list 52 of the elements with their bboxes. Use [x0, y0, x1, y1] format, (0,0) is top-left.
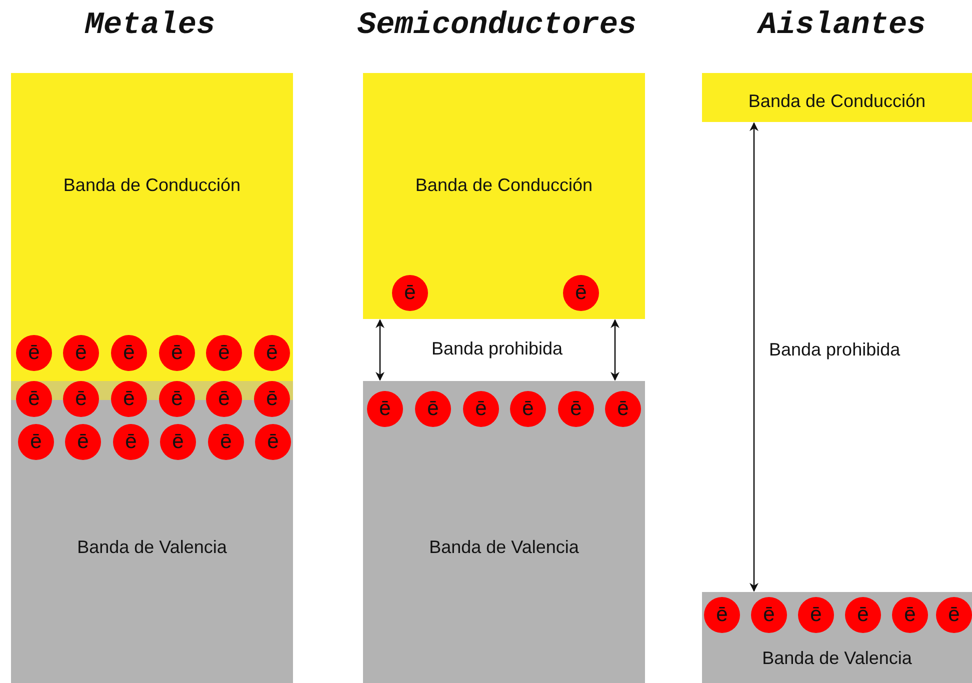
electron: ē [367, 391, 403, 427]
electron: ē [563, 275, 599, 311]
valence-band [363, 381, 645, 683]
electron: ē [65, 424, 101, 460]
band-label: Banda de Conducción [62, 174, 242, 196]
conduction-band [363, 73, 645, 319]
electron: ē [206, 381, 242, 417]
electron: ē [160, 424, 196, 460]
band-label: Banda de Valencia [761, 647, 913, 669]
electron: ē [254, 381, 290, 417]
electron: ē [208, 424, 244, 460]
electron: ē [16, 335, 52, 371]
electron: ē [558, 391, 594, 427]
column-heading: Metales [84, 8, 216, 43]
electron: ē [845, 597, 881, 633]
electron: ē [415, 391, 451, 427]
band-label: Banda de Valencia [76, 536, 228, 558]
electron: ē [63, 335, 99, 371]
band-label: Banda de Conducción [747, 90, 927, 112]
valence-band [11, 381, 293, 683]
electron: ē [798, 597, 834, 633]
valence-band [702, 592, 972, 683]
electron: ē [159, 381, 195, 417]
electron: ē [113, 424, 149, 460]
electron: ē [16, 381, 52, 417]
electron: ē [18, 424, 54, 460]
double-arrow [376, 319, 384, 381]
electron: ē [892, 597, 928, 633]
electron: ē [704, 597, 740, 633]
electron: ē [63, 381, 99, 417]
column-heading: Semiconductores [357, 8, 637, 43]
conduction-band [11, 73, 293, 381]
electron: ē [206, 335, 242, 371]
double-arrow [610, 319, 620, 381]
electron: ē [111, 335, 147, 371]
edge-label: Banda prohibida [767, 340, 902, 360]
band-label: Banda de Conducción [414, 174, 594, 196]
column-heading: Aislantes [758, 8, 926, 43]
electron: ē [510, 391, 546, 427]
electron: ē [159, 335, 195, 371]
electron: ē [463, 391, 499, 427]
double-arrow [750, 122, 758, 592]
gap-label: Banda prohibida [431, 338, 563, 360]
band-label: Banda de Valencia [428, 536, 580, 558]
electron: ē [936, 597, 972, 633]
electron: ē [751, 597, 787, 633]
electron: ē [255, 424, 291, 460]
electron: ē [392, 275, 428, 311]
conduction-band [702, 73, 972, 122]
electron: ē [605, 391, 641, 427]
electron: ē [111, 381, 147, 417]
electron: ē [254, 335, 290, 371]
